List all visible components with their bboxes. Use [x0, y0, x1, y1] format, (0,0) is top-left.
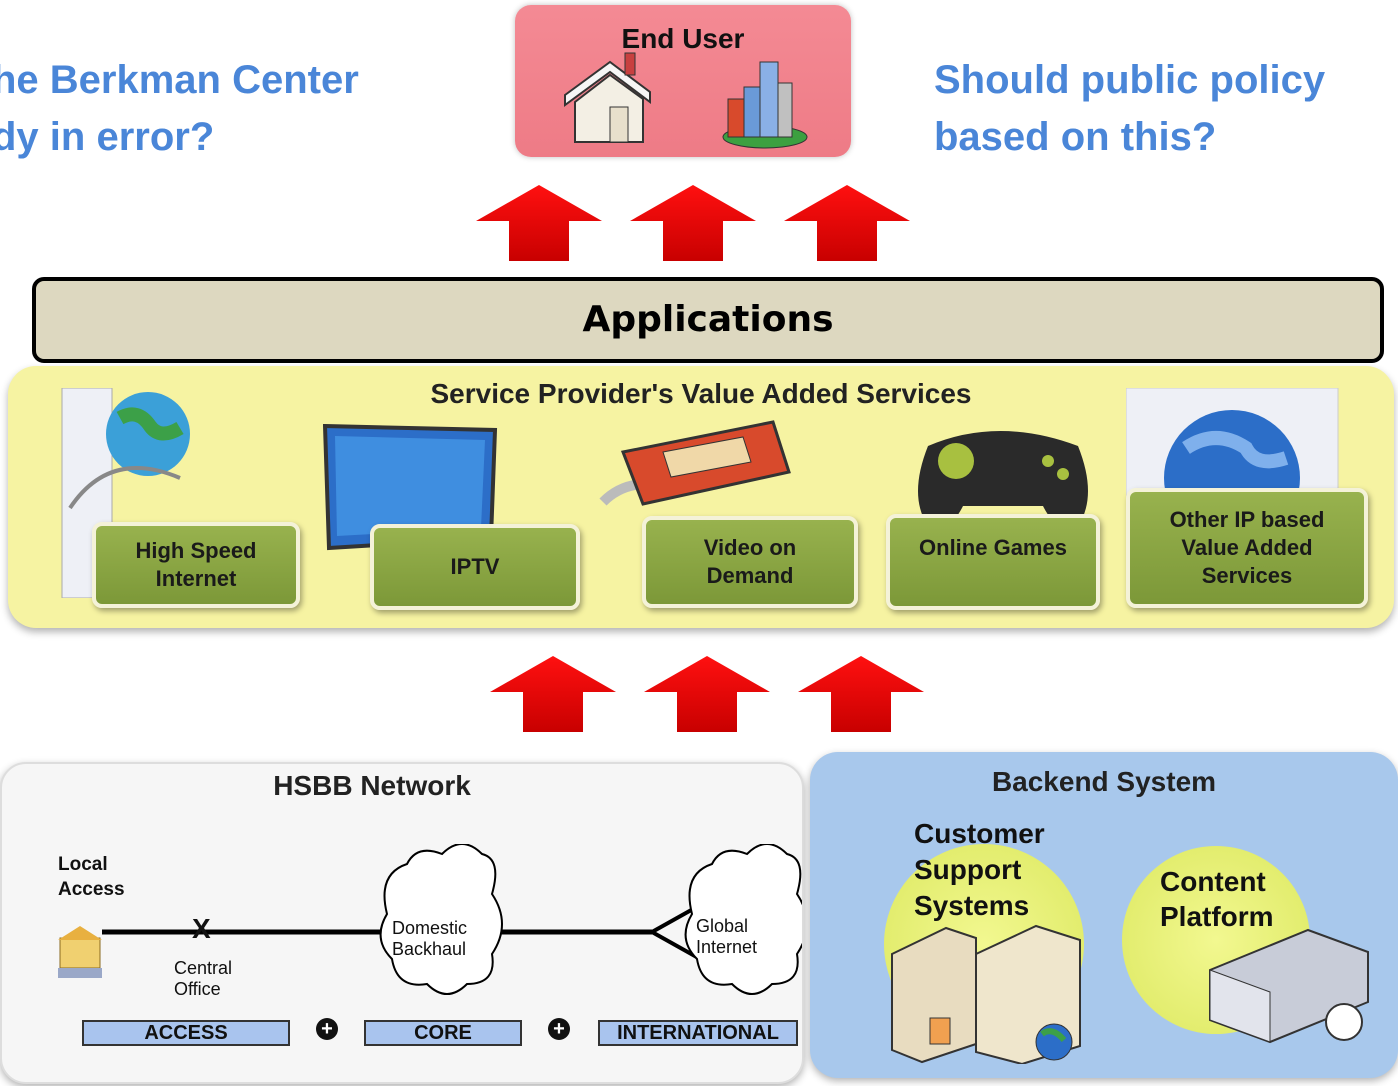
plus-icon: +	[548, 1018, 570, 1040]
hsbb-network-panel: HSBB Network Local Access X Central Offi…	[0, 762, 804, 1084]
css-line3: Systems	[914, 890, 1030, 921]
segment-international: INTERNATIONAL	[598, 1020, 798, 1046]
local-access-line1: Local	[58, 854, 108, 875]
question-right-line1: Should public policy	[934, 58, 1326, 102]
service-label: Demand	[706, 563, 794, 588]
question-right: Should public policy based on this?	[934, 52, 1325, 166]
local-access-label: Local Access	[58, 852, 125, 902]
segment-core: CORE	[364, 1020, 522, 1046]
applications-bar: Applications	[32, 277, 1384, 363]
server-icon	[891, 924, 1081, 1064]
css-line2: Support	[914, 854, 1022, 885]
central-office-line2: Office	[174, 979, 221, 999]
city-buildings-icon	[722, 61, 808, 149]
segment-access: ACCESS	[82, 1020, 290, 1046]
domestic-line1: Domestic	[392, 918, 468, 938]
service-label: High Speed	[135, 538, 257, 563]
arrow-up-icon	[798, 656, 924, 732]
service-label: IPTV	[450, 554, 500, 579]
domestic-line2: Backhaul	[392, 939, 467, 959]
service-iptv: IPTV	[370, 524, 580, 610]
question-left: he Berkman Center dy in error?	[0, 52, 359, 166]
network-path-diagram	[102, 844, 802, 995]
tv-monitor-icon	[323, 423, 498, 551]
video-tape-icon	[599, 420, 791, 506]
arrow-up-icon	[476, 185, 602, 261]
central-office-label: Central Office	[174, 958, 232, 1000]
service-label: Services	[1201, 563, 1293, 588]
css-line1: Customer	[914, 818, 1045, 849]
gamepad-icon	[918, 431, 1088, 526]
question-left-line2: dy in error?	[0, 115, 215, 159]
central-office-x: X	[192, 913, 211, 944]
end-user-box: End User	[515, 5, 851, 157]
global-internet-label: Global Internet	[696, 916, 757, 958]
service-label: Internet	[155, 566, 237, 591]
question-right-line2: based on this?	[934, 115, 1217, 159]
backend-system-title: Backend System	[991, 766, 1217, 797]
service-label: Other IP based	[1169, 507, 1325, 532]
applications-label: Applications	[582, 299, 834, 340]
service-label: Video on	[703, 535, 797, 560]
content-server-icon	[1209, 928, 1369, 1044]
end-user-title: End User	[621, 23, 745, 54]
building-icon	[58, 926, 102, 978]
cp-line2: Platform	[1160, 901, 1274, 932]
global-line2: Internet	[696, 937, 758, 957]
cp-line1: Content	[1160, 866, 1266, 897]
backend-system-panel: Backend System Customer Support Systems …	[810, 752, 1398, 1078]
service-video-on-demand: Video on Demand	[642, 516, 858, 608]
global-line1: Global	[696, 916, 749, 936]
question-left-line1: he Berkman Center	[0, 58, 359, 102]
service-online-games: Online Games	[886, 514, 1100, 610]
house-icon	[564, 52, 651, 143]
service-label: Online Games	[919, 535, 1067, 560]
domestic-backhaul-label: Domestic Backhaul	[392, 918, 467, 960]
arrow-up-icon	[490, 656, 616, 732]
value-added-services-title: Service Provider's Value Added Services	[430, 378, 972, 409]
service-label: Value Added	[1181, 535, 1313, 560]
hsbb-network-title: HSBB Network	[273, 770, 471, 801]
arrow-up-icon	[644, 656, 770, 732]
value-added-services-panel: Service Provider's Value Added Services …	[8, 366, 1394, 628]
central-office-line1: Central	[174, 958, 233, 978]
plus-icon: +	[316, 1018, 338, 1040]
local-access-line2: Access	[58, 879, 125, 900]
arrow-up-icon	[630, 185, 756, 261]
arrow-up-icon	[784, 185, 910, 261]
css-label: Customer Support Systems	[914, 816, 1045, 924]
cp-label: Content Platform	[1160, 864, 1274, 934]
